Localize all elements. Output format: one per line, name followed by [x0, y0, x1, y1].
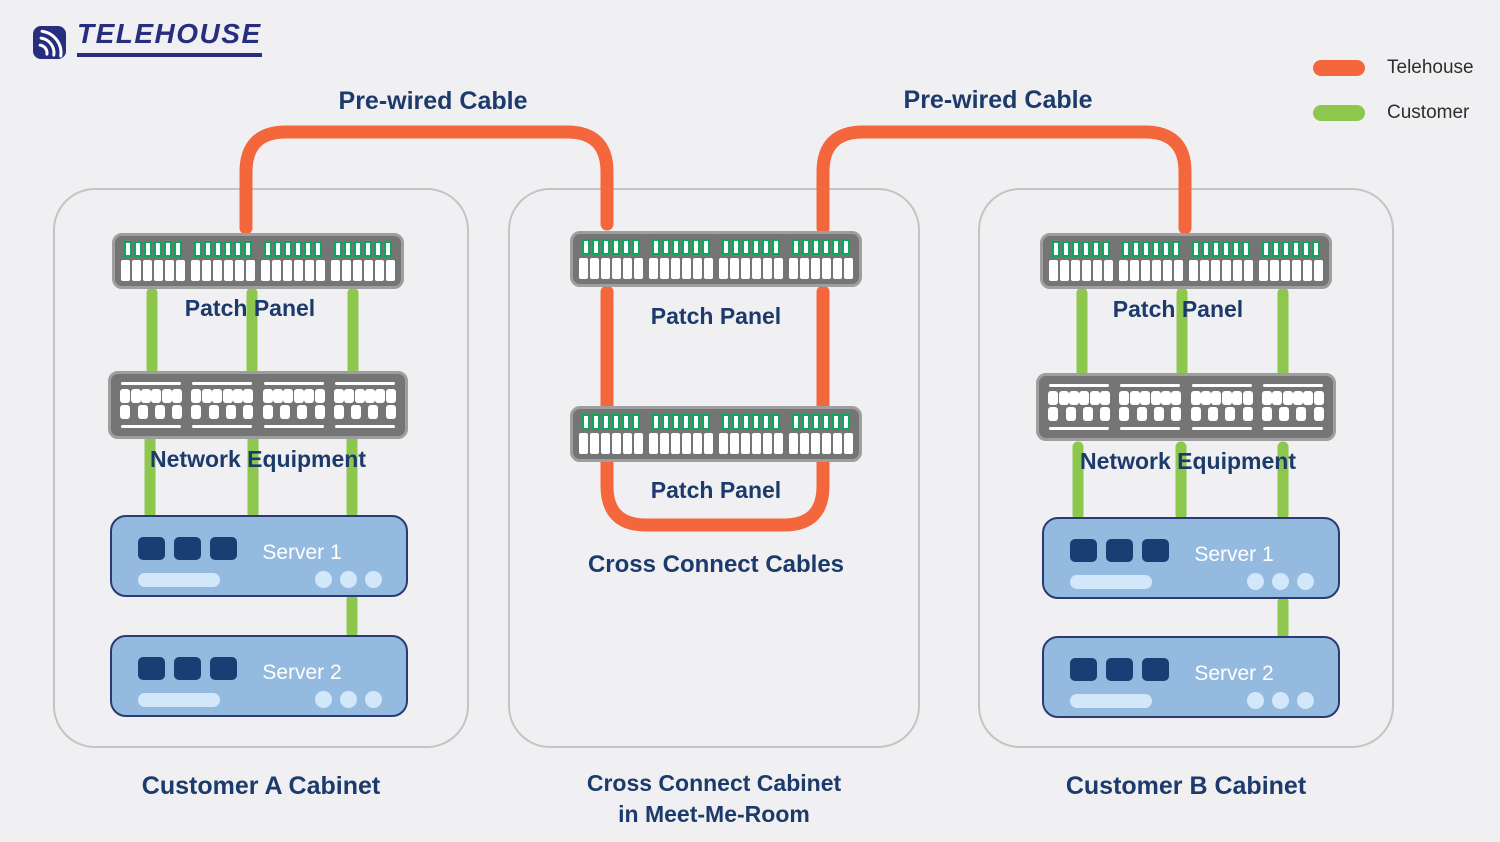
telehouse-logo-icon	[33, 26, 66, 59]
server-drive-bays	[138, 657, 246, 680]
cross-connect-cabinet-caption-line1: Cross Connect Cabinet	[586, 770, 842, 796]
customer-b-cabinet-caption: Customer B Cabinet	[1065, 772, 1307, 800]
server-2-a-label: Server 2	[262, 661, 342, 684]
network-equipment-b-label: Network Equipment	[1080, 448, 1296, 474]
patch-panel-cross-top	[570, 231, 862, 287]
network-equipment-a	[108, 371, 408, 439]
patch-panel-b	[1040, 233, 1332, 289]
legend-row-customer: Customer	[1313, 102, 1474, 124]
legend-label-customer: Customer	[1387, 102, 1470, 123]
server-leds	[1239, 573, 1314, 590]
telehouse-logo-text: TELEHOUSE	[77, 18, 262, 49]
telehouse-logo: TELEHOUSE	[33, 20, 262, 59]
cross-connect-cables-label: Cross Connect Cables	[587, 551, 845, 578]
logo-underline	[77, 53, 262, 57]
server-1-a-label: Server 1	[262, 541, 342, 564]
customer-a-cabinet-caption: Customer A Cabinet	[141, 772, 381, 800]
patch-panel-b-label: Patch Panel	[1112, 296, 1244, 322]
patch-panel-cross-bottom	[570, 406, 862, 462]
patch-panel-a-label: Patch Panel	[184, 295, 316, 321]
cross-connect-cabinet-caption: Cross Connect Cabinet in Meet-Me-Room	[508, 768, 920, 830]
cross-connect-cabinet	[508, 188, 920, 748]
legend-label-telehouse: Telehouse	[1387, 57, 1474, 78]
telehouse-cable-swatch	[1313, 60, 1365, 76]
server-slot	[1070, 694, 1152, 708]
server-2-b: Server 2	[1042, 636, 1340, 718]
network-equipment-a-label: Network Equipment	[150, 446, 366, 472]
server-1-a: Server 1	[110, 515, 408, 597]
patch-panel-cross-top-label: Patch Panel	[650, 303, 782, 329]
server-slot	[138, 573, 220, 587]
server-leds	[307, 571, 382, 588]
server-slot	[1070, 575, 1152, 589]
server-drive-bays	[138, 537, 246, 560]
server-1-b: Server 1	[1042, 517, 1340, 599]
server-2-b-label: Server 2	[1194, 662, 1274, 685]
server-2-a: Server 2	[110, 635, 408, 717]
server-drive-bays	[1070, 658, 1178, 681]
cross-connect-cabinet-caption-line2: in Meet-Me-Room	[618, 801, 810, 828]
server-slot	[138, 693, 220, 707]
legend: Telehouse Customer	[1313, 57, 1474, 147]
server-1-b-label: Server 1	[1194, 543, 1274, 566]
server-leds	[307, 691, 382, 708]
patch-panel-cross-bottom-label: Patch Panel	[650, 477, 782, 503]
pre-wired-label-right: Pre-wired Cable	[903, 86, 1093, 114]
customer-cable-swatch	[1313, 105, 1365, 121]
pre-wired-label-left: Pre-wired Cable	[338, 87, 528, 115]
network-equipment-b	[1036, 373, 1336, 441]
patch-panel-a	[112, 233, 404, 289]
legend-row-telehouse: Telehouse	[1313, 57, 1474, 79]
server-leds	[1239, 692, 1314, 709]
server-drive-bays	[1070, 539, 1178, 562]
